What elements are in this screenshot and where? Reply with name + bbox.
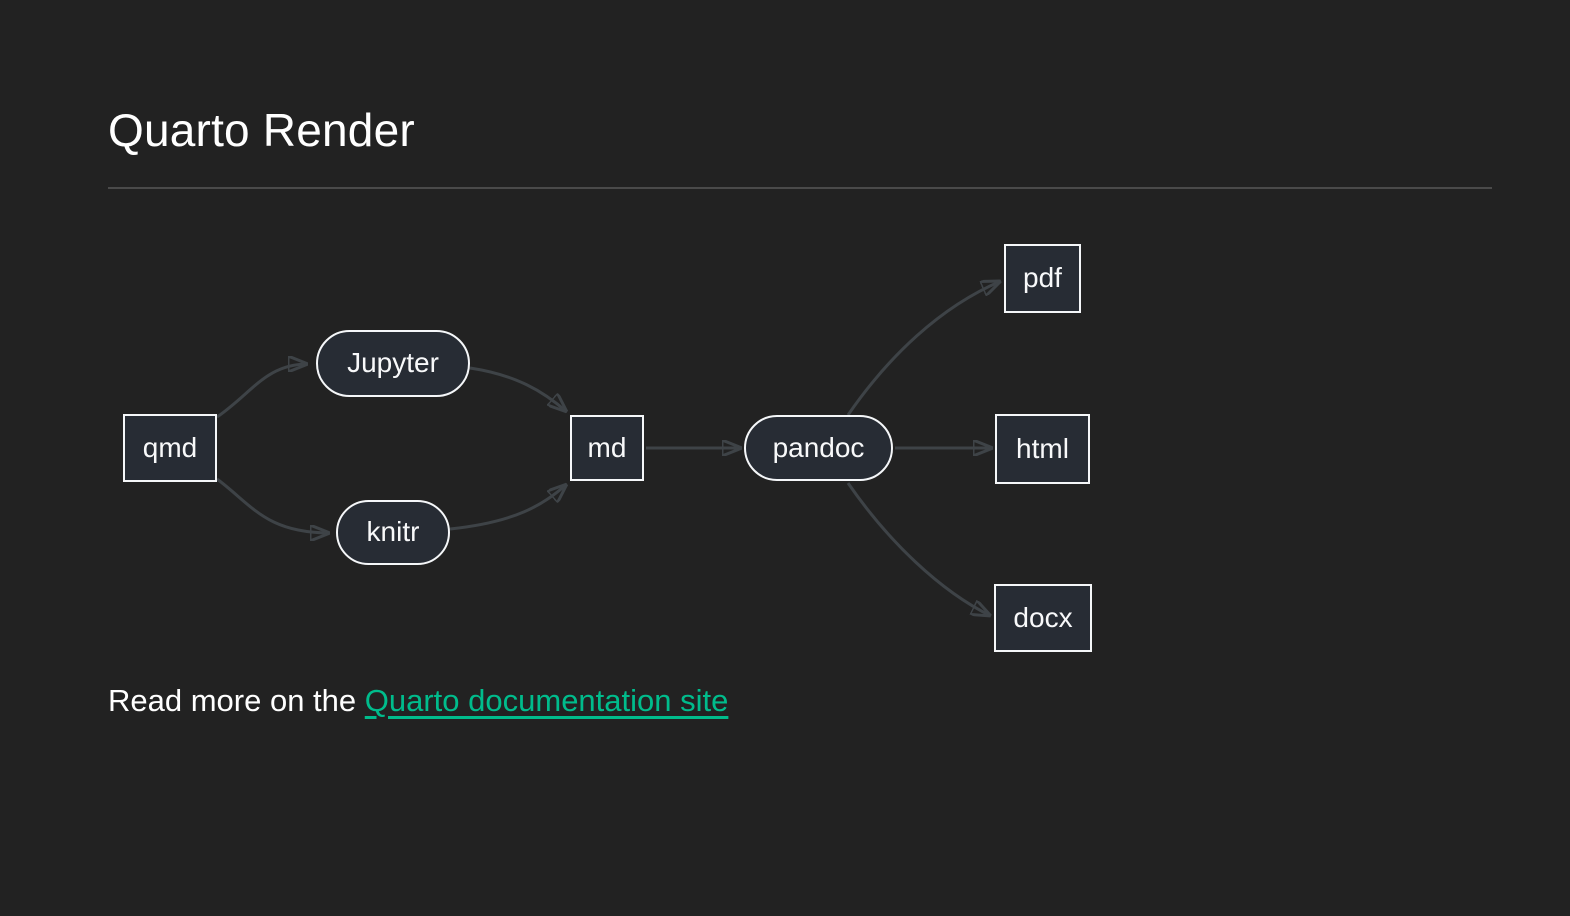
read-more-paragraph: Read more on the Quarto documentation si… xyxy=(108,683,1492,719)
node-html: html xyxy=(995,413,1090,484)
edge-jupyter-md xyxy=(469,366,567,412)
edge-pandoc-pdf xyxy=(846,281,1001,416)
node-html-label: html xyxy=(1016,432,1069,464)
node-docx: docx xyxy=(994,583,1092,652)
node-pdf: pdf xyxy=(1004,243,1081,313)
node-pandoc: pandoc xyxy=(744,414,893,481)
node-docx-label: docx xyxy=(1013,601,1073,633)
flowchart-diagram: qmd Jupyter knitr md pandoc pdf html doc… xyxy=(108,227,1492,667)
document-page: Quarto Render qmd Jupyter knitr xyxy=(108,0,1492,719)
node-jupyter: Jupyter xyxy=(316,329,470,397)
edge-knitr-md xyxy=(449,484,567,531)
read-more-text: Read more on the xyxy=(108,682,365,718)
node-qmd-label: qmd xyxy=(142,431,198,463)
edge-qmd-knitr xyxy=(216,477,330,533)
quarto-docs-link[interactable]: Quarto documentation site xyxy=(364,682,729,718)
edge-pandoc-docx xyxy=(846,482,991,616)
edge-qmd-jupyter xyxy=(216,364,308,419)
node-pdf-label: pdf xyxy=(1023,262,1062,294)
page-title: Quarto Render xyxy=(108,104,1492,189)
node-qmd: qmd xyxy=(123,413,217,482)
node-knitr: knitr xyxy=(336,499,450,565)
node-md: md xyxy=(570,414,644,481)
node-md-label: md xyxy=(587,431,627,463)
node-jupyter-label: Jupyter xyxy=(347,347,439,379)
node-pandoc-label: pandoc xyxy=(772,431,865,463)
diagram-edges xyxy=(216,227,1492,667)
node-knitr-label: knitr xyxy=(366,516,420,548)
